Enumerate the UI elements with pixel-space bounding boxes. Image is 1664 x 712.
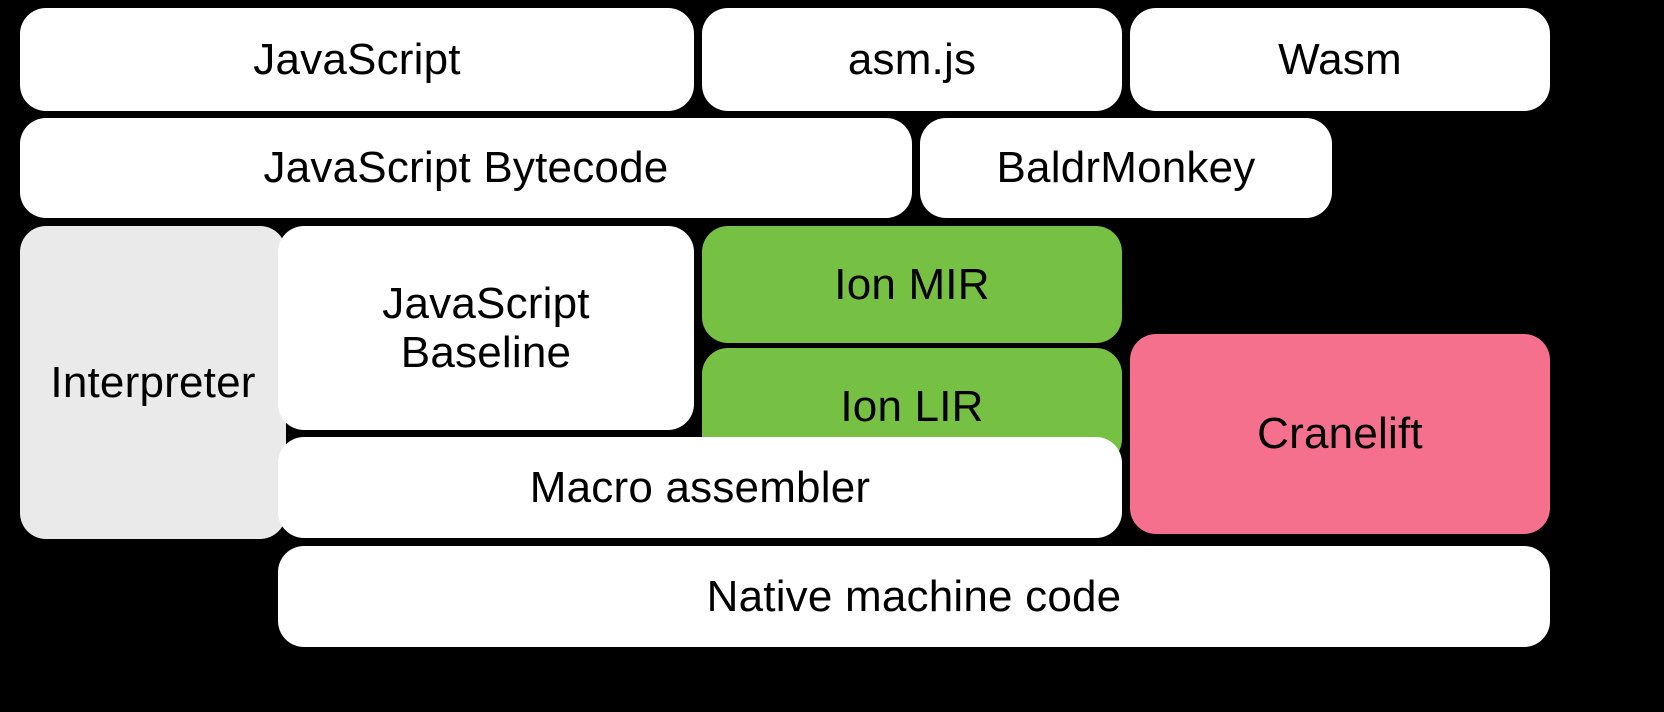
node-javascript-baseline-label: JavaScript Baseline xyxy=(382,278,590,377)
node-asm-js[interactable]: asm.js xyxy=(702,8,1122,111)
node-asm-js-label: asm.js xyxy=(847,34,977,84)
node-javascript-label: JavaScript xyxy=(253,34,461,84)
node-wasm[interactable]: Wasm xyxy=(1130,8,1550,111)
node-javascript-baseline[interactable]: JavaScript Baseline xyxy=(278,226,694,430)
node-ion-mir[interactable]: Ion MIR xyxy=(702,226,1122,343)
node-macro-assembler-label: Macro assembler xyxy=(529,462,871,512)
node-javascript-bytecode[interactable]: JavaScript Bytecode xyxy=(20,118,912,218)
node-wasm-label: Wasm xyxy=(1278,34,1402,84)
node-javascript-bytecode-label: JavaScript Bytecode xyxy=(263,143,669,193)
node-native-machine-code[interactable]: Native machine code xyxy=(278,546,1550,647)
node-ion-mir-label: Ion MIR xyxy=(834,259,990,309)
node-javascript[interactable]: JavaScript xyxy=(20,8,694,111)
node-ion-lir-label: Ion LIR xyxy=(840,381,984,431)
node-baldrmonkey[interactable]: BaldrMonkey xyxy=(920,118,1332,218)
node-native-machine-code-label: Native machine code xyxy=(706,571,1122,621)
node-baldrmonkey-label: BaldrMonkey xyxy=(996,143,1256,193)
node-cranelift-label: Cranelift xyxy=(1257,409,1423,459)
node-macro-assembler[interactable]: Macro assembler xyxy=(278,437,1122,538)
node-interpreter-label: Interpreter xyxy=(50,357,256,407)
node-interpreter[interactable]: Interpreter xyxy=(20,226,286,539)
node-cranelift[interactable]: Cranelift xyxy=(1130,334,1550,534)
